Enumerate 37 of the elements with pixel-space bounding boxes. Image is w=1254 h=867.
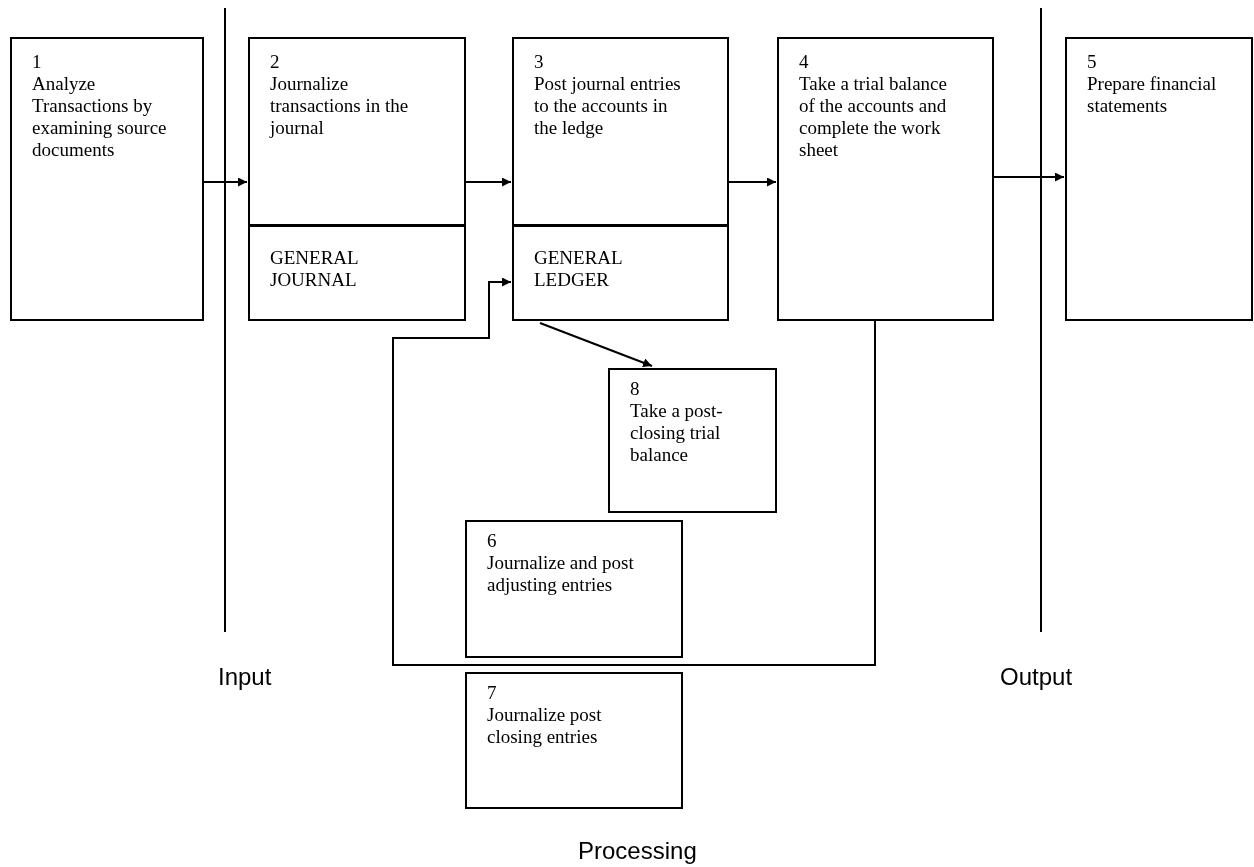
step-number: 4	[799, 51, 809, 73]
step-number: 5	[1087, 51, 1097, 73]
process-box	[248, 37, 466, 226]
step-text: Journalize post closing entries	[487, 704, 603, 748]
arrow	[465, 177, 512, 187]
step-text: Journalize transactions in the journal	[270, 73, 410, 139]
arrow	[392, 277, 876, 666]
step-text: Journalize and post adjusting entries	[487, 552, 635, 596]
process-box	[1065, 37, 1253, 321]
section-label: Processing	[578, 836, 697, 866]
process-box	[465, 520, 683, 658]
step-number: 7	[487, 682, 497, 704]
step-text: Post journal entries to the accounts in the ledge	[534, 73, 682, 139]
step-text: GENERAL LEDGER	[534, 247, 623, 291]
step-text: Take a post-closing trial balance	[630, 400, 724, 466]
process-box	[512, 37, 729, 226]
section-label: Output	[1000, 662, 1073, 692]
arrow	[539, 322, 653, 367]
process-box	[512, 225, 729, 321]
step-text: Analyze Transactions by examining source documents	[32, 73, 168, 161]
process-box	[777, 37, 994, 321]
step-number: 2	[270, 51, 280, 73]
step-text: GENERAL JOURNAL	[270, 247, 359, 291]
step-text: Take a trial balance of the accounts and complete the work sheet	[799, 73, 948, 161]
arrow	[728, 177, 777, 187]
process-box	[465, 672, 683, 809]
process-box	[248, 225, 466, 321]
arrow	[993, 172, 1065, 182]
step-number: 6	[487, 530, 497, 552]
step-number: 1	[32, 51, 42, 73]
step-text: Prepare financial statements	[1087, 73, 1218, 117]
step-number: 3	[534, 51, 544, 73]
step-number: 8	[630, 378, 640, 400]
process-box	[608, 368, 777, 513]
section-label: Input	[218, 662, 272, 692]
arrow	[203, 177, 248, 187]
process-box	[10, 37, 204, 321]
